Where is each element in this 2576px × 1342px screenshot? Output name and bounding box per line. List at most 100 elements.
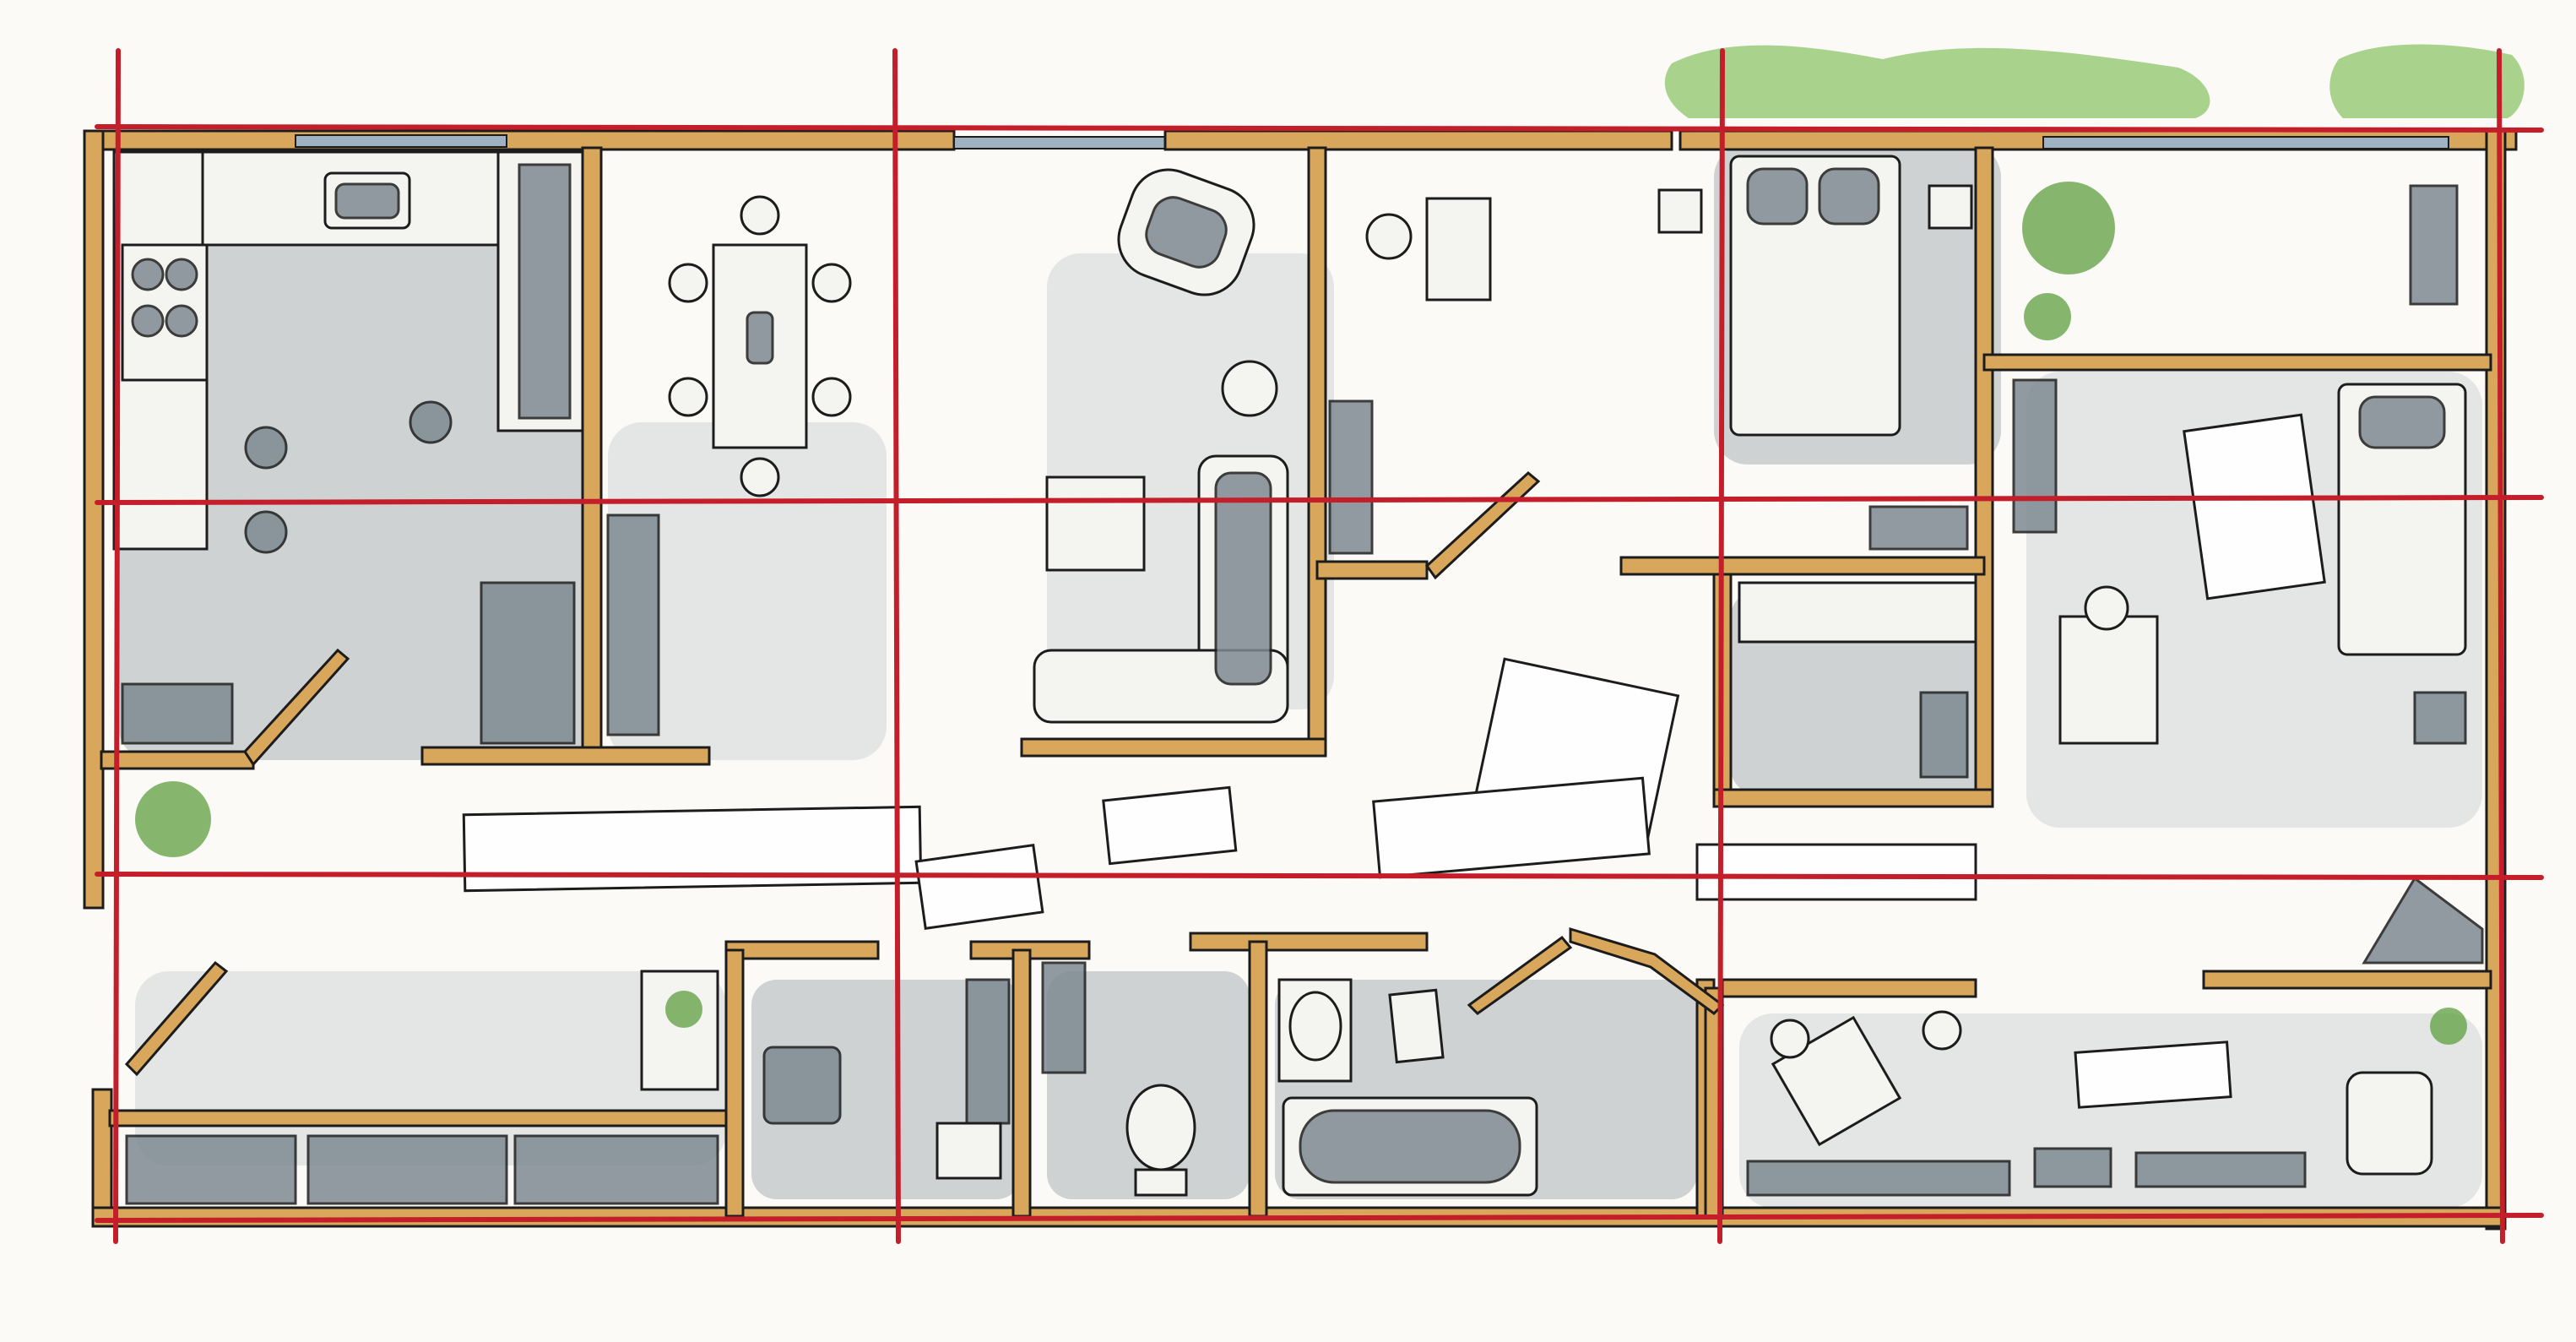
dresser[interactable] — [2409, 184, 2459, 306]
living-area — [1033, 159, 1492, 724]
bed-icon[interactable] — [1729, 155, 1901, 437]
stool-3[interactable] — [409, 400, 453, 444]
side-cabinet[interactable] — [2413, 691, 2467, 745]
stool-2[interactable] — [244, 510, 288, 554]
closet-cabinet[interactable] — [1919, 691, 1969, 779]
dining-chair-6[interactable] — [811, 377, 852, 417]
office-shelf-1[interactable] — [1746, 1160, 2011, 1197]
coffee-table[interactable] — [1045, 475, 1146, 572]
built-in-cabinet-2[interactable] — [306, 1134, 508, 1205]
wall-corridor-bottom-1 — [724, 940, 880, 960]
toilet-cabinet[interactable] — [1041, 961, 1087, 1074]
plant-icon-entry — [665, 991, 702, 1028]
closet-shelf[interactable] — [1738, 581, 1977, 644]
vegetation-group — [1664, 44, 2524, 118]
stove-icon[interactable] — [121, 243, 209, 382]
runner-rug-right[interactable] — [1695, 843, 1977, 901]
toilet-room — [1041, 961, 1196, 1197]
hedge-top-middle — [1664, 45, 2210, 118]
wall-corridor-bottom-3 — [1189, 932, 1429, 952]
office-chair[interactable] — [1770, 1019, 1810, 1059]
door-swing-kitchen — [243, 648, 350, 767]
hedge-top-right — [2329, 44, 2524, 118]
runner-rug-small-2[interactable] — [1102, 785, 1238, 866]
wall-bedroom-right — [1974, 146, 1994, 800]
wall-living-right — [1307, 146, 1327, 749]
dining-chair-5[interactable] — [811, 263, 852, 303]
office-shelf-2[interactable] — [2033, 1147, 2112, 1188]
basin[interactable] — [1288, 991, 1342, 1062]
door-swing-bath — [1467, 935, 1573, 1015]
wall-kitchen-dining — [581, 146, 603, 758]
wall-laundry-left — [724, 948, 745, 1218]
runner-rug-small-1[interactable] — [914, 843, 1044, 931]
bedroom — [1657, 155, 1977, 779]
side-table-living[interactable] — [1221, 360, 1278, 417]
overlay-grid — [95, 48, 2544, 1244]
dining-chair-2[interactable] — [740, 457, 780, 497]
entry-console[interactable] — [640, 970, 719, 1091]
laundry-basket[interactable] — [935, 1122, 1002, 1180]
kitchen-cabinet[interactable] — [480, 581, 576, 745]
wall-entry-bottom — [108, 1109, 728, 1127]
wardrobe[interactable] — [2012, 378, 2058, 534]
door-swing-entry — [124, 960, 229, 1077]
bathroom — [1277, 978, 1538, 1197]
bathtub-icon[interactable] — [1282, 1096, 1538, 1197]
window-top-3 — [2042, 136, 2449, 149]
runner-rug-long[interactable] — [462, 805, 923, 893]
grid-line-vertical-4 — [2497, 48, 2505, 1244]
grid-line-horizontal-3 — [95, 872, 2544, 880]
laundry-counter[interactable] — [965, 978, 1011, 1125]
corridor-rugs — [462, 657, 1977, 931]
bed-icon-second[interactable] — [2337, 383, 2467, 656]
study-chair[interactable] — [1365, 213, 1413, 260]
washer[interactable] — [762, 1046, 842, 1125]
office-corner-table[interactable] — [2362, 876, 2484, 964]
rug-icon[interactable] — [2183, 413, 2326, 600]
desk-chair-second[interactable] — [2084, 585, 2129, 631]
wall-closet-bottom — [1712, 788, 1994, 808]
patterned-rug[interactable] — [1372, 776, 1651, 879]
wall-toilet-right — [1248, 940, 1268, 1218]
grid-line-horizontal-2 — [95, 495, 2544, 505]
desk-second-bedroom[interactable] — [2058, 615, 2159, 745]
armchair-icon[interactable] — [1108, 159, 1264, 305]
dining-chair-4[interactable] — [668, 377, 708, 417]
wall-second-bedroom-top — [1982, 353, 2492, 372]
dining-chair-3[interactable] — [668, 263, 708, 303]
study-desk[interactable] — [1425, 197, 1492, 302]
built-in-cabinet-1[interactable] — [125, 1134, 297, 1205]
built-in-cabinet-3[interactable] — [513, 1134, 719, 1205]
plant-icon — [2022, 182, 2115, 274]
dining-chair-1[interactable] — [740, 195, 780, 236]
sideboard[interactable] — [606, 513, 660, 736]
office-chair-2[interactable] — [1922, 1010, 1962, 1051]
sink-icon[interactable] — [323, 171, 411, 230]
office-rug[interactable] — [2074, 1040, 2232, 1109]
wall-top-left — [83, 129, 956, 151]
dining-table-icon[interactable] — [712, 243, 808, 449]
window-top-1 — [295, 134, 507, 148]
dining-area — [606, 195, 852, 736]
nightstand-left[interactable] — [1657, 188, 1703, 234]
fridge[interactable] — [518, 163, 572, 420]
bath-mat[interactable] — [1388, 988, 1445, 1064]
wall-dining-bottom — [420, 746, 711, 766]
wash-toilet — [1047, 971, 1250, 1199]
wash-kitchen — [118, 144, 591, 760]
kitchen-lower-cabinet[interactable] — [121, 682, 234, 745]
laundry — [762, 978, 1011, 1180]
toilet-icon[interactable] — [1125, 1084, 1196, 1197]
nightstand-right[interactable] — [1928, 184, 1973, 230]
bedroom-bench[interactable] — [1868, 505, 1969, 551]
plant-icon-bedroom — [2024, 293, 2071, 340]
office-shelf-3[interactable] — [2134, 1151, 2307, 1188]
wash-dining-floor — [608, 422, 887, 760]
study-cabinet[interactable] — [1328, 399, 1374, 555]
office-armchair[interactable] — [2346, 1071, 2433, 1176]
stool-1[interactable] — [244, 426, 288, 470]
plant-icon-left — [135, 781, 211, 857]
sofa-icon[interactable] — [1033, 454, 1289, 724]
